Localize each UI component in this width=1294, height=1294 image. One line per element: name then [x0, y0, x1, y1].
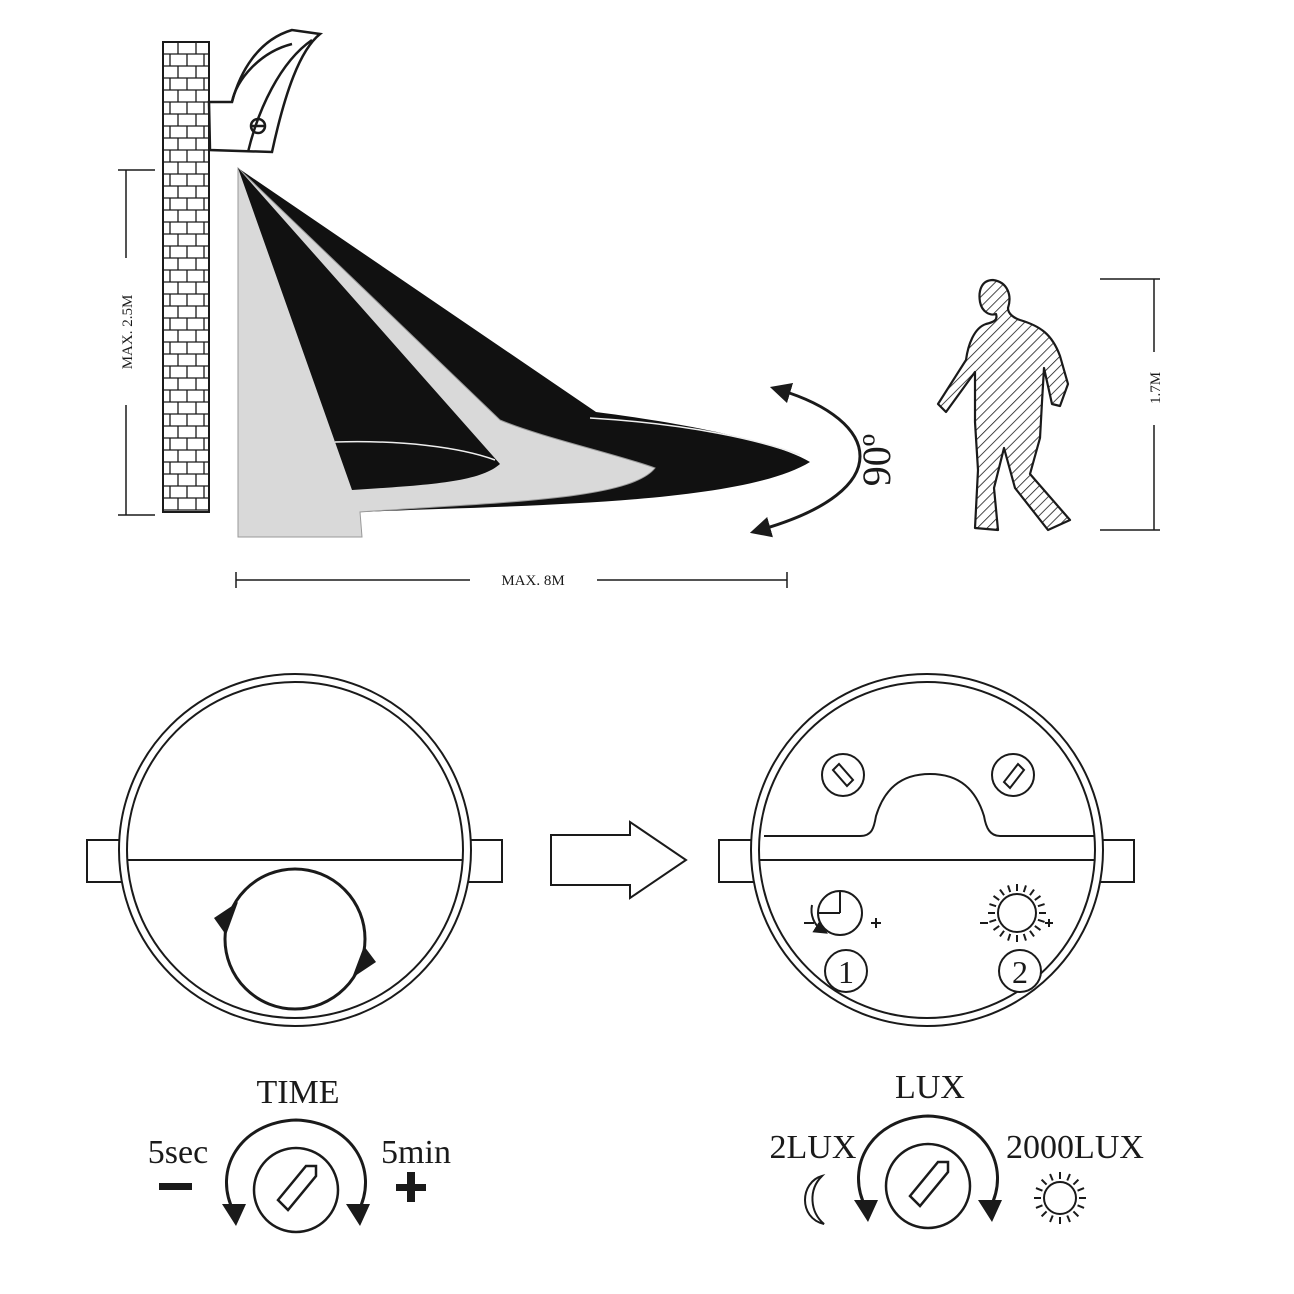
knob-icon	[854, 1114, 1002, 1230]
plus-icon	[396, 1172, 426, 1202]
height-label: MAX. 2.5M	[120, 295, 136, 370]
knob1-number: 1	[838, 954, 854, 990]
sensor-cover	[86, 673, 503, 1027]
time-max-label: 5min	[381, 1134, 451, 1171]
knob-icon	[222, 1118, 370, 1234]
sensor-open	[718, 673, 1135, 1027]
range-dimension	[235, 572, 788, 588]
angle-arc-arrow	[749, 382, 862, 538]
detection-zone	[237, 166, 810, 538]
screw-icon	[821, 753, 865, 797]
time-min-label: 5sec	[148, 1134, 208, 1171]
time-title: TIME	[256, 1074, 339, 1111]
height-dimension	[118, 169, 155, 516]
screw-icon	[991, 753, 1035, 797]
moon-icon	[804, 1174, 826, 1225]
person-icon	[936, 278, 1072, 532]
wall-icon	[162, 41, 210, 513]
knob1-badge	[824, 949, 868, 993]
rotate-icon	[214, 867, 376, 1011]
minus-icon	[159, 1183, 192, 1190]
sensor-light-icon	[207, 28, 324, 154]
knob2-badge	[998, 949, 1042, 993]
knob2-number: 2	[1012, 954, 1028, 990]
timer-icon	[804, 890, 881, 936]
lux-title: LUX	[895, 1069, 965, 1106]
person-height-label: 1.7M	[1148, 372, 1164, 404]
beam-inner	[238, 168, 500, 490]
lux-max-label: 2000LUX	[1006, 1129, 1144, 1166]
range-label: MAX. 8M	[501, 573, 564, 589]
arrow-right-icon	[550, 820, 688, 900]
angle-label: 90º	[854, 434, 899, 486]
lux-min-label: 2LUX	[770, 1129, 857, 1166]
sun-icon	[1034, 1172, 1086, 1224]
person-height-dimension	[1100, 278, 1160, 531]
sun-dial-icon	[980, 884, 1053, 942]
